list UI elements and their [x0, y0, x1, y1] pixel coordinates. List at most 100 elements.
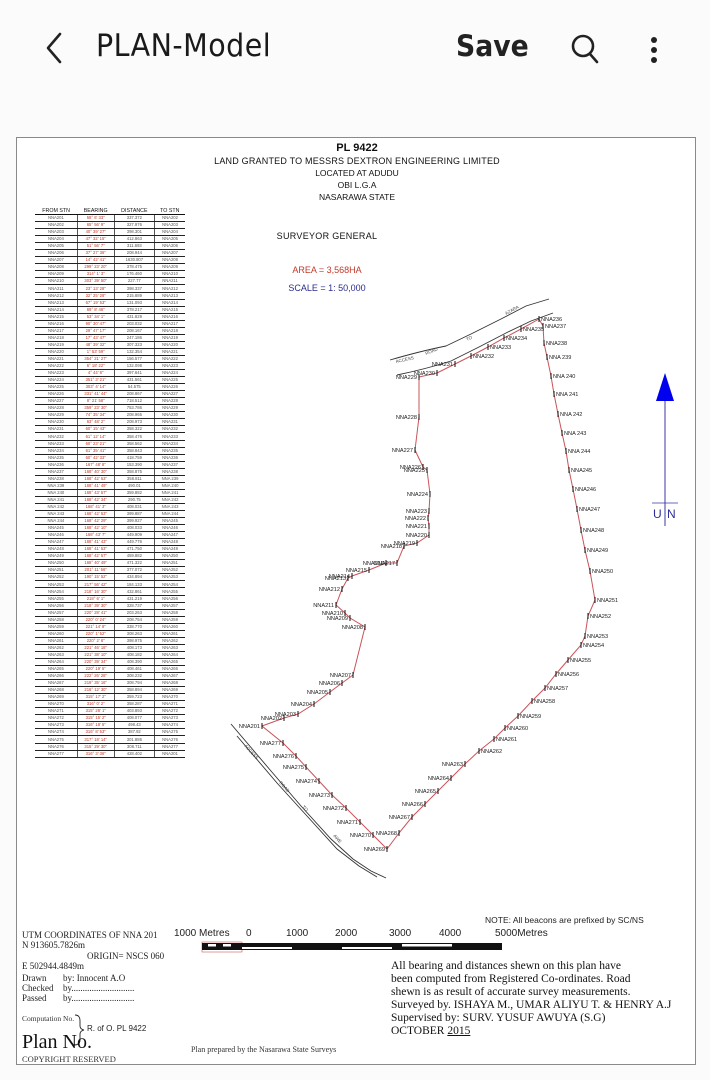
cell-from: NNA248 [35, 545, 78, 554]
beacon-label: NNA235 [523, 327, 544, 333]
scale-label-4000: 4000 [439, 928, 462, 939]
cell-from: NNA233 [35, 440, 78, 448]
cell-distance: 408.173 [113, 644, 155, 652]
cell-to: NNA272 [154, 707, 185, 716]
beacon-label: NNA261 [496, 737, 517, 743]
utm-origin: ORIGIN= NSCS 060 [87, 951, 165, 961]
beacon-label: NNA274 [296, 779, 317, 785]
cell-distance: 208.944 [113, 249, 155, 258]
cell-to: NNA245 [154, 517, 185, 526]
cell-from: NNA263 [35, 651, 78, 659]
cell-from: NNA262 [35, 644, 78, 652]
road-label: TO [301, 804, 309, 812]
cell-from: NNA266 [35, 672, 78, 681]
cell-to: NNA273 [154, 714, 185, 723]
cell-distance: 215.889 [113, 292, 155, 300]
cert-line: Surveyed by. ISHAYA M., UMAR ALIYU T. & … [391, 999, 672, 1011]
cell-from: NNA267 [35, 679, 78, 688]
cell-to: NNA246 [154, 524, 185, 533]
cell-from: NNA224 [35, 376, 78, 385]
passed-by: by............................ [63, 993, 135, 1003]
cell-from: NNA207 [35, 256, 78, 265]
cell-from: NNA261 [35, 637, 78, 645]
scale-label-1000: 1000 [286, 928, 309, 939]
cell-to: NNA256 [154, 595, 185, 603]
cell-bearing: 168° 42' 57" [76, 552, 115, 561]
north-label-n: N [667, 507, 676, 521]
beacon-label: NNA238 [546, 341, 567, 347]
beacon-label: NNA229 [396, 375, 417, 381]
cell-from: NNA271 [35, 707, 78, 716]
cell-bearing: 216° 12' 30" [76, 686, 115, 695]
cell-distance: 358.322 [113, 425, 155, 434]
cell-to: NNA276 [154, 735, 185, 744]
cell-to: NNA233 [154, 432, 185, 441]
cell-bearing: 61° 12' 14" [76, 432, 115, 441]
more-options-button[interactable] [644, 30, 664, 66]
cell-bearing: 220° 28' 41" [76, 609, 115, 617]
cell-distance: 208.167 [113, 327, 155, 335]
computation-no: Computation No. [22, 1014, 75, 1023]
cell-to: NNA234 [154, 440, 185, 448]
road-labels: ACCESS ROAD TO AZARA ACCESS ROAD TO AWE [243, 304, 519, 844]
cell-to: NNA274 [154, 721, 185, 730]
save-button[interactable]: Save [456, 29, 529, 63]
cell-bearing: 67° 19' 53" [76, 299, 115, 307]
cell-bearing: 167° 48' 8" [76, 461, 115, 469]
beacon-label: NNA275 [283, 765, 304, 771]
cell-to: NNA266 [154, 665, 185, 674]
beacon-note: NOTE: All beacons are prefixed by SC/NS [485, 915, 644, 925]
cell-to: NNA249 [154, 545, 185, 554]
cell-bearing: 53° 34' 1" [76, 313, 115, 321]
cell-to: NNA212 [154, 284, 185, 293]
search-button[interactable] [568, 30, 604, 66]
cell-distance: 1630.807 [113, 256, 155, 265]
cell-from: NNA206 [35, 249, 78, 258]
beacon-label: NNA213 [325, 576, 346, 582]
cell-to: NNA201 [154, 750, 185, 758]
cell-to: NNA264 [154, 651, 185, 659]
cell-bearing: 314° 1' 3" [76, 270, 115, 279]
back-button[interactable] [40, 30, 70, 66]
cell-bearing: 222° 26' 28" [76, 672, 115, 681]
beacon-label: NNA202 [261, 716, 282, 722]
cell-from: NNA214 [35, 306, 78, 314]
beacon-label: NNA255 [570, 658, 591, 664]
utm-northing: N 913605.7826m [22, 940, 85, 950]
cell-distance: 418.759 [113, 454, 155, 462]
beacon-label: NNA221 [406, 524, 427, 530]
cell-bearing: 315° 29' 30" [76, 743, 115, 751]
cell-distance: 408.390 [113, 658, 155, 667]
cell-to: NNA235 [154, 447, 185, 455]
cell-from: NNA234 [35, 447, 78, 455]
cell-bearing: 220° 2' 6" [76, 637, 115, 645]
document-title: PLAN-Model [96, 28, 272, 64]
copyright: COPYRIGHT RESERVED [22, 1054, 116, 1064]
cell-distance: 358.843 [113, 447, 155, 455]
scale-value: SCALE = 1: 50,000 [288, 283, 366, 293]
grant-title: LAND GRANTED TO MESSRS DEXTRON ENGINEERI… [214, 156, 500, 166]
cert-line: All bearing and distances shewn on this … [391, 960, 621, 972]
cell-distance: 471.322 [113, 559, 155, 568]
cell-distance: 208.965 [113, 411, 155, 420]
cell-distance: 328.737 [113, 602, 155, 610]
cell-from: NNA230 [35, 418, 78, 427]
beacon-label: NNA 241 [556, 392, 578, 398]
beacon-label: NNA254 [583, 643, 604, 649]
cell-to: NNA207 [154, 249, 185, 258]
cell-from: NNA 244 [35, 517, 78, 526]
cell-to: NNA250 [154, 552, 185, 561]
